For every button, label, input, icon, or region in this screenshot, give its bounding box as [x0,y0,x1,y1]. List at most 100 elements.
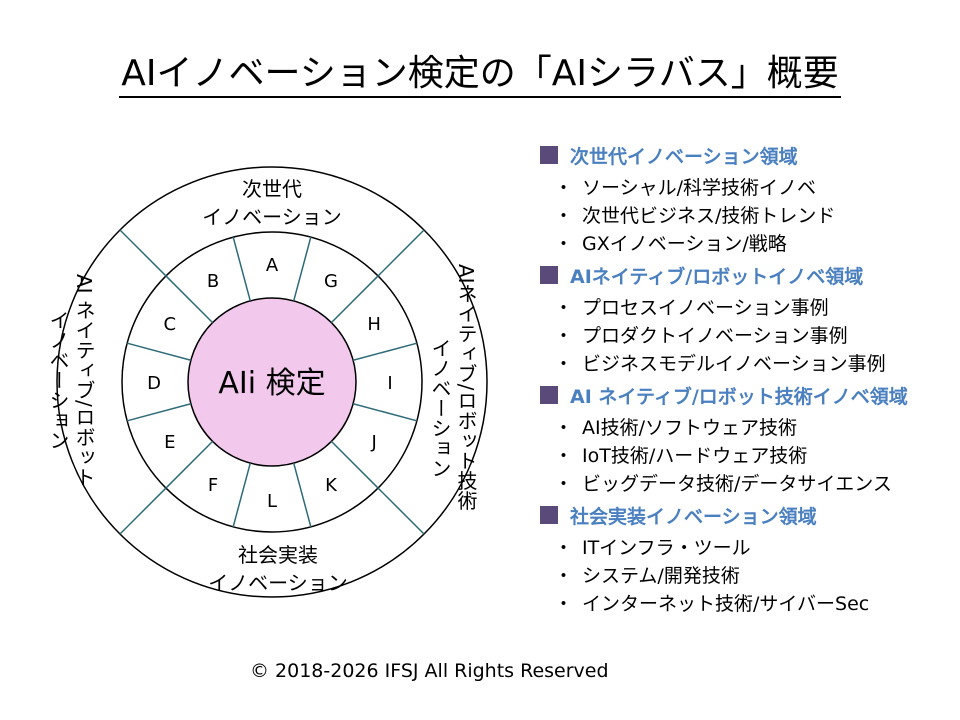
legend-heading-text: 社会実装イノベーション領域 [570,505,817,528]
legend-heading: AI ネイティブ/ロボット技術イノベ領域 [540,380,960,410]
outer-divider-1 [377,487,425,535]
outer-ring [56,166,488,598]
list-item: ・ GXイノベーション/戦略 [540,228,960,256]
legend-item-list: ・ITインフラ・ツール・システム/開発技術・インターネット技術/サイバーSec [540,532,960,616]
legend-item-list: ・ソーシャル/科学技術イノベ・次世代ビジネス/技術トレンド・GXイノベーション/… [540,172,960,256]
outer-label-top-1: 次世代 [242,177,302,201]
inner-divider-7 [232,462,251,528]
inner-divider-4 [352,403,418,422]
page-title-text: AIイノベーション検定の「AIシラバス」概要 [119,53,841,98]
inner-divider-2 [330,275,379,324]
inner-dividers [126,236,418,528]
bullet-dot-icon: ・ [554,416,574,439]
legend-section: AIネイティブ/ロボットイノベ領域・プロセスイノベーション事例・プロダクトイノベ… [540,260,960,376]
legend-item-list: ・AI技術/ソフトウェア技術・IoT技術/ハードウェア技術・ビッグデータ技術/デ… [540,412,960,496]
legend-section: 次世代イノベーション領域・ソーシャル/科学技術イノベ・次世代ビジネス/技術トレン… [540,140,960,256]
inner-divider-6 [293,462,312,528]
bullet-dot-icon: ・ [554,324,574,347]
inner-divider-10 [126,342,192,361]
list-item-text: プロセスイノベーション事例 [582,296,829,319]
square-bullet-icon [540,266,558,284]
inner-divider-1 [293,236,312,302]
list-item-text: AI技術/ソフトウェア技術 [582,416,798,439]
outer-label-bottom-2: イノベーション [208,571,348,595]
list-item: ・ IoT技術/ハードウェア技術 [540,440,960,468]
bullet-dot-icon: ・ [554,296,574,319]
bullet-dot-icon: ・ [554,536,574,559]
segment-label-E: E [164,432,175,453]
center-circle [187,297,357,467]
list-item-text: システム/開発技術 [582,564,740,587]
ring-group [56,166,488,598]
inner-divider-11 [165,275,214,324]
square-bullet-icon [540,146,558,164]
inner-divider-3 [352,342,418,361]
legend-heading-text: AIネイティブ/ロボットイノベ領域 [570,265,864,288]
segment-label-H: H [367,314,381,335]
list-item-text: ITインフラ・ツール [582,536,751,559]
list-item-text: ビジネスモデルイノベーション事例 [582,352,886,375]
bullet-dot-icon: ・ [554,444,574,467]
bullet-dot-icon: ・ [554,564,574,587]
list-item-text: IoT技術/ハードウェア技術 [582,444,808,467]
segment-label-C: C [164,314,177,335]
outer-label-right-2: イノベーション [428,338,452,478]
segment-label-A: A [266,255,279,276]
bullet-dot-icon: ・ [554,352,574,375]
outer-label-right-1: AIネイティブ/ロボット技術 [454,264,478,510]
list-item-text: 次世代ビジネス/技術トレンド [582,204,836,227]
legend-heading: 次世代イノベーション領域 [540,140,960,170]
legend-heading-text: 次世代イノベーション領域 [570,145,798,168]
outer-divider-2 [119,487,167,535]
legend-section: AI ネイティブ/ロボット技術イノベ領域・AI技術/ソフトウェア技術・IoT技術… [540,380,960,496]
segment-labels: A G H I J K L F E D C B [147,255,393,512]
segment-label-J: J [371,432,377,453]
list-item-text: GXイノベーション/戦略 [582,232,787,255]
legend-heading-text: AI ネイティブ/ロボット技術イノベ領域 [570,385,908,408]
legend-section: 社会実装イノベーション領域・ITインフラ・ツール・システム/開発技術・インターネ… [540,500,960,616]
square-bullet-icon [540,386,558,404]
legend-heading: 社会実装イノベーション領域 [540,500,960,530]
bullet-dot-icon: ・ [554,592,574,615]
list-item: ・ AI技術/ソフトウェア技術 [540,412,960,440]
list-item: ・インターネット技術/サイバーSec [540,588,960,616]
outer-divider-3 [119,229,167,277]
segment-label-B: B [207,271,219,292]
list-item: ・プロダクトイノベーション事例 [540,320,960,348]
list-item: ・プロセスイノベーション事例 [540,292,960,320]
inner-divider-9 [126,403,192,422]
segment-label-L: L [267,491,277,512]
middle-ring [121,231,423,533]
list-item-text: ビッグデータ技術/データサイエンス [582,472,892,495]
legend-panel: 次世代イノベーション領域・ソーシャル/科学技術イノベ・次世代ビジネス/技術トレン… [540,138,960,620]
copyright-footer: © 2018-2026 IFSJ All Rights Reserved [250,660,609,682]
bullet-dot-icon: ・ [554,204,574,227]
list-item: ・ビッグデータ技術/データサイエンス [540,468,960,496]
segment-label-D: D [147,373,161,394]
segment-label-G: G [324,271,338,292]
segment-label-K: K [325,475,338,496]
list-item: ・システム/開発技術 [540,560,960,588]
inner-divider-5 [330,440,379,489]
outer-label-left-2: イノベーション [46,310,70,450]
list-item: ・ビジネスモデルイノベーション事例 [540,348,960,376]
list-item: ・ソーシャル/科学技術イノベ [540,172,960,200]
legend-item-list: ・プロセスイノベーション事例・プロダクトイノベーション事例・ビジネスモデルイノベ… [540,292,960,376]
outer-divider-0 [377,229,425,277]
bullet-dot-icon: ・ [554,176,574,199]
list-item-text: ソーシャル/科学技術イノベ [582,176,817,199]
page-title: AIイノベーション検定の「AIシラバス」概要 [0,44,960,98]
segment-label-F: F [208,475,218,496]
list-item: ・ ITインフラ・ツール [540,532,960,560]
inner-divider-8 [165,440,214,489]
outer-dividers [119,229,425,535]
list-item-text: インターネット技術/サイバーSec [582,592,870,615]
bullet-dot-icon: ・ [554,472,574,495]
list-item: ・次世代ビジネス/技術トレンド [540,200,960,228]
segment-label-I: I [387,373,392,394]
legend-heading: AIネイティブ/ロボットイノベ領域 [540,260,960,290]
square-bullet-icon [540,506,558,524]
inner-divider-0 [232,236,251,302]
bullet-dot-icon: ・ [554,232,574,255]
